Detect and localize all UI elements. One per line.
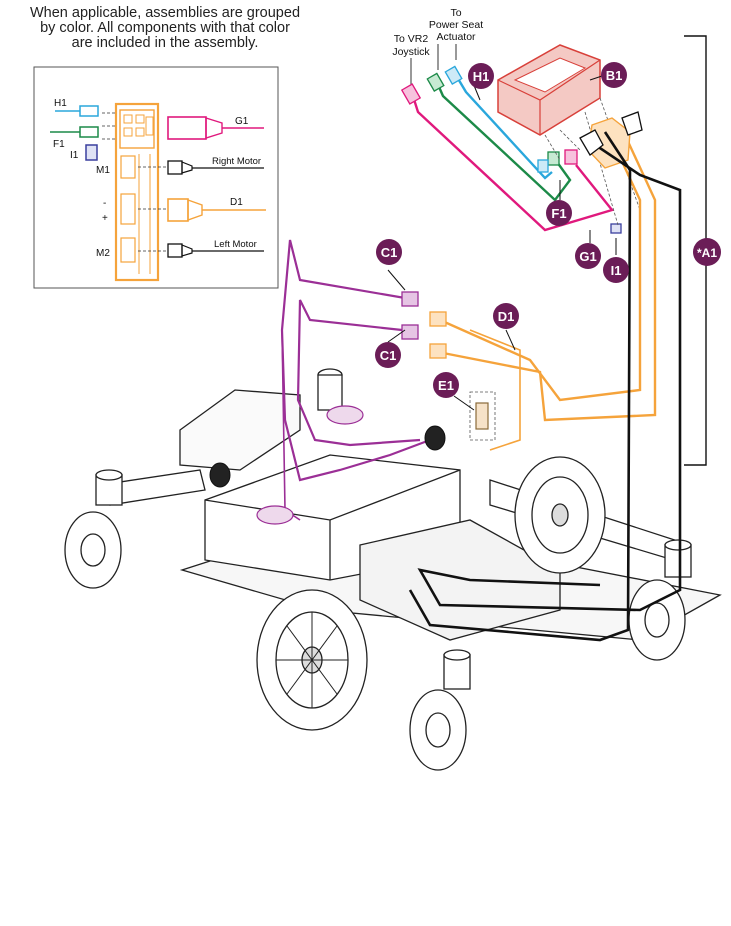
fuse-holder-icon — [475, 402, 489, 430]
svg-text:C1: C1 — [381, 245, 398, 260]
inset-label-m2: M2 — [96, 248, 110, 259]
inset-label-plus: + — [102, 213, 108, 224]
inset-label-i1: I1 — [70, 150, 79, 161]
green-connector-icon — [547, 151, 560, 166]
drive-wheel-icon — [514, 456, 606, 574]
battery-terminal-icon — [209, 462, 231, 488]
svg-text:H1: H1 — [473, 69, 490, 84]
caster-wheel-icon — [628, 539, 692, 661]
inset-label-minus: - — [103, 198, 106, 209]
battery-terminal-icon — [424, 425, 446, 451]
caption: When applicable, assemblies are grouped … — [29, 5, 301, 51]
caster-wheel-icon — [64, 469, 123, 589]
blue-connector-icon — [610, 223, 622, 234]
purple-connector-icon — [401, 324, 419, 340]
callout-i1: I1 — [603, 257, 629, 283]
svg-text:*A1: *A1 — [697, 246, 717, 260]
svg-text:E1: E1 — [438, 378, 454, 393]
inset-label-d1: D1 — [230, 197, 243, 208]
cyan-connector-icon — [444, 65, 463, 85]
wheelchair-base-drawing — [64, 368, 722, 771]
inset-h1-connector-icon — [79, 105, 99, 117]
inset-label-left-motor: Left Motor — [214, 239, 257, 250]
callout-b1: B1 — [601, 62, 627, 88]
callout-g1: G1 — [575, 243, 601, 269]
callout-a1: *A1 — [693, 238, 721, 266]
magenta-connector-icon — [564, 149, 578, 165]
inset-label-h1: H1 — [54, 98, 67, 109]
black-connector-icon — [621, 111, 643, 136]
green-connector-icon — [426, 72, 445, 92]
inset-i1-connector-icon — [85, 144, 98, 161]
inset-controller-icon — [114, 102, 160, 282]
inset-f1-connector-icon — [79, 126, 99, 138]
inset-schematic: H1 F1 I1 M1 M2 - + G1 Right Motor D1 Lef… — [33, 66, 279, 289]
svg-text:G1: G1 — [579, 249, 596, 264]
callout-c1-second: C1 — [375, 342, 401, 368]
svg-text:D1: D1 — [498, 309, 515, 324]
callout-h1: H1 — [468, 63, 494, 89]
callout-f1: F1 — [546, 200, 572, 226]
inset-label-f1: F1 — [53, 139, 65, 150]
orange-connector-icon — [429, 311, 447, 327]
purple-connector-icon — [401, 291, 419, 307]
svg-text:B1: B1 — [606, 68, 623, 83]
svg-text:F1: F1 — [551, 206, 566, 221]
callout-c1: C1 — [376, 239, 402, 265]
black-connector-icon — [579, 129, 604, 156]
magenta-connector-icon — [400, 83, 422, 105]
inset-label-g1: G1 — [235, 116, 249, 127]
orange-connector-icon — [429, 343, 447, 359]
inset-label-right-motor: Right Motor — [212, 156, 261, 167]
caster-wheel-icon — [409, 649, 471, 771]
inset-label-m1: M1 — [96, 165, 110, 176]
drive-wheel-icon — [256, 589, 368, 731]
cyan-connector-icon — [537, 159, 549, 173]
controller-module-icon — [497, 44, 601, 136]
callout-d1: D1 — [493, 303, 519, 329]
svg-text:I1: I1 — [611, 263, 622, 278]
callout-e1: E1 — [433, 372, 459, 398]
svg-text:C1: C1 — [380, 348, 397, 363]
